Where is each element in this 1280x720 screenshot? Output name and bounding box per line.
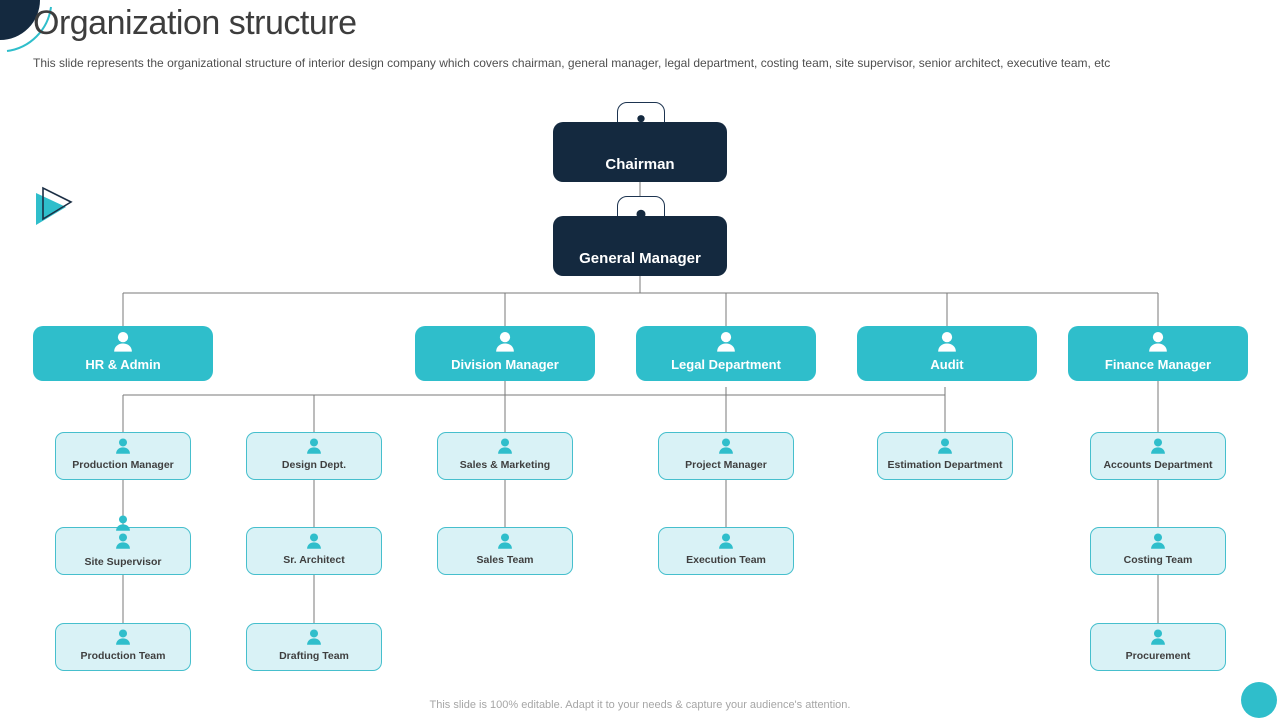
org-node-site-supervisor[interactable]: Site Supervisor <box>55 515 191 575</box>
person-icon <box>1151 533 1165 549</box>
org-node-label: Production Team <box>80 650 166 662</box>
person-icon <box>719 438 733 454</box>
org-node-label: Sr. Architect <box>283 554 345 566</box>
org-node-label: Costing Team <box>1123 554 1193 566</box>
org-node-execution-team[interactable]: Execution Team <box>658 527 794 575</box>
org-node-design-dept[interactable]: Design Dept. <box>246 432 382 480</box>
org-node-label: Sales & Marketing <box>459 459 551 471</box>
org-node-sales-team[interactable]: Sales Team <box>437 527 573 575</box>
person-icon <box>717 332 735 352</box>
org-node-hr-admin[interactable]: HR & Admin <box>33 326 213 381</box>
org-node-drafting-team[interactable]: Drafting Team <box>246 623 382 671</box>
corner-decoration <box>0 0 52 52</box>
org-node-costing-team[interactable]: Costing Team <box>1090 527 1226 575</box>
org-node-procurement[interactable]: Procurement <box>1090 623 1226 671</box>
person-icon <box>938 332 956 352</box>
org-node-label: Design Dept. <box>281 459 347 471</box>
org-node-project-manager[interactable]: Project Manager <box>658 432 794 480</box>
org-node-division-manager[interactable]: Division Manager <box>415 326 595 381</box>
org-node-label: Estimation Department <box>887 459 1003 471</box>
org-node-label: Legal Department <box>671 357 781 372</box>
person-icon <box>116 629 130 645</box>
person-icon <box>1149 332 1167 352</box>
person-icon <box>1151 629 1165 645</box>
org-node-label: Audit <box>930 357 964 372</box>
org-node-sr-architect[interactable]: Sr. Architect <box>246 527 382 575</box>
org-node-general-manager[interactable]: General Manager <box>553 216 727 276</box>
org-node-label: Finance Manager <box>1104 357 1212 372</box>
circle-decoration <box>1241 682 1277 718</box>
person-icon <box>116 533 130 549</box>
org-node-sales-marketing[interactable]: Sales & Marketing <box>437 432 573 480</box>
org-node-label: Drafting Team <box>279 650 349 662</box>
org-node-production-manager[interactable]: Production Manager <box>55 432 191 480</box>
org-node-label: HR & Admin <box>85 357 161 372</box>
person-icon <box>116 438 130 454</box>
double-person-icon <box>111 515 135 554</box>
org-node-production-team[interactable]: Production Team <box>55 623 191 671</box>
person-icon <box>496 332 514 352</box>
org-node-legal-department[interactable]: Legal Department <box>636 326 816 381</box>
person-icon <box>938 438 952 454</box>
org-node-label: Site Supervisor <box>84 556 162 568</box>
org-node-accounts-department[interactable]: Accounts Department <box>1090 432 1226 480</box>
person-icon <box>114 332 132 352</box>
org-node-audit[interactable]: Audit <box>857 326 1037 381</box>
org-node-label: Accounts Department <box>1103 459 1213 471</box>
org-node-label: Procurement <box>1125 650 1191 662</box>
play-arrow-decoration <box>36 186 73 225</box>
footer-note: This slide is 100% editable. Adapt it to… <box>429 699 851 711</box>
person-icon <box>719 533 733 549</box>
org-node-label: Production Manager <box>72 459 174 471</box>
org-node-estimation-department[interactable]: Estimation Department <box>877 432 1013 480</box>
org-node-label: Execution Team <box>686 554 766 566</box>
org-node-label: Sales Team <box>476 554 534 566</box>
page-title: Organization structure <box>33 4 357 42</box>
org-node-label: General Manager <box>579 250 701 267</box>
person-icon <box>307 438 321 454</box>
org-node-label: Division Manager <box>451 357 559 372</box>
org-node-chairman[interactable]: Chairman <box>553 122 727 182</box>
person-icon <box>1151 438 1165 454</box>
person-icon <box>307 629 321 645</box>
person-icon <box>307 533 321 549</box>
org-node-label: Chairman <box>605 156 675 173</box>
org-node-finance-manager[interactable]: Finance Manager <box>1068 326 1248 381</box>
person-icon <box>498 533 512 549</box>
page-subtitle: This slide represents the organizational… <box>33 56 1111 70</box>
org-node-label: Project Manager <box>685 459 767 471</box>
person-icon <box>498 438 512 454</box>
person-icon <box>116 515 130 531</box>
